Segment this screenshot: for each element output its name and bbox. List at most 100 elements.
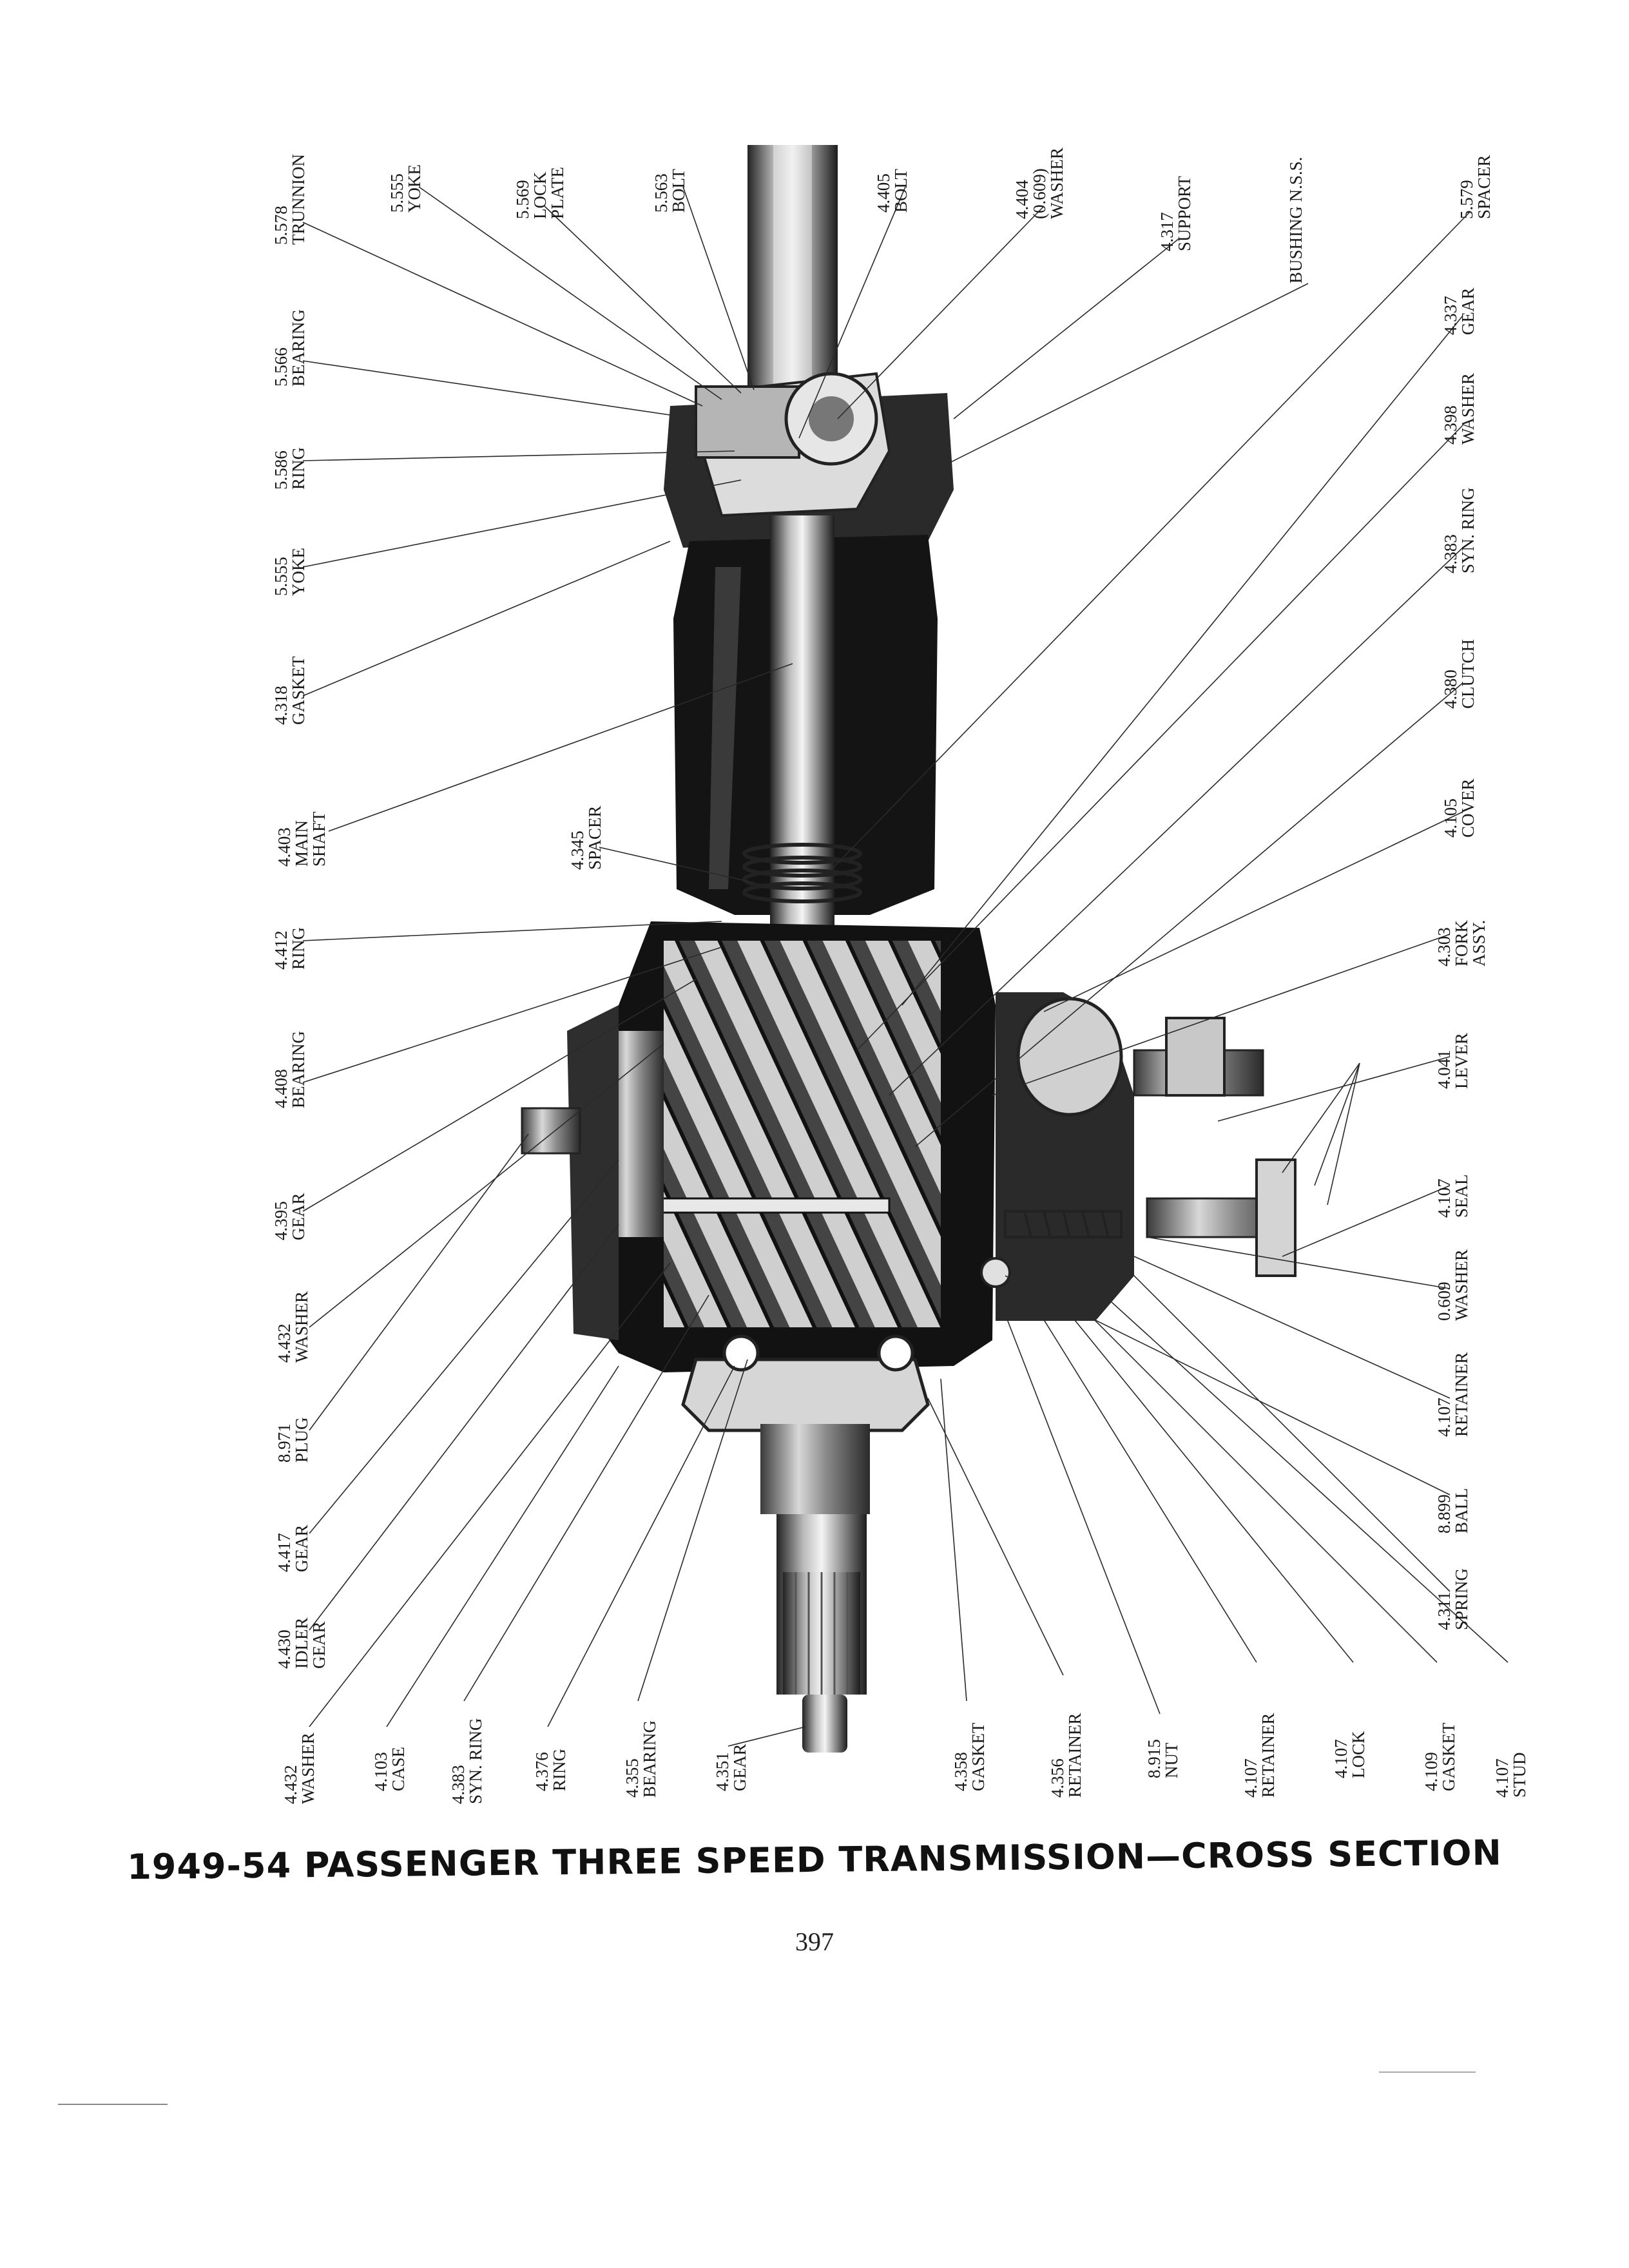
part-label-line: SUPPORT — [1175, 176, 1194, 251]
part-label-line: 4.432 — [281, 1765, 300, 1804]
part-label-retainer-4356: 4.356RETAINER — [1048, 1713, 1084, 1798]
part-label-main-shaft-4403: 4.403MAINSHAFT — [275, 811, 329, 867]
leader-spring — [1095, 1236, 1451, 1592]
leader-gasket-4358 — [940, 1378, 967, 1702]
part-label-line: 4.345 — [568, 831, 587, 870]
part-label-gasket-4109: 4.109GASKET — [1422, 1722, 1458, 1791]
part-label-ring-4376: 4.376RING — [532, 1749, 569, 1791]
part-label-line: 4.432 — [275, 1323, 294, 1363]
part-label-line: 5.579 — [1457, 180, 1476, 219]
leader-yoke-left — [302, 479, 742, 568]
part-label-washer-4432-upper: 4.432WASHER — [275, 1291, 311, 1363]
part-label-line: WASHER — [298, 1733, 318, 1804]
part-label-stud-4107: 4.107STUD — [1492, 1752, 1529, 1798]
leader-ring-5586 — [302, 450, 735, 461]
part-label-bolt-5563: 5.563BOLT — [651, 168, 688, 213]
part-label-line: 4.380 — [1441, 669, 1460, 709]
part-label-line: SPACER — [1474, 155, 1494, 219]
leader-bolt-4405 — [798, 186, 906, 439]
part-label-line: STUD — [1510, 1752, 1529, 1798]
leader-cover — [1043, 811, 1463, 1012]
part-label-line: 8.915 — [1144, 1739, 1164, 1778]
part-label-line: SPACER — [585, 805, 604, 870]
main-shaft-middle — [770, 515, 834, 928]
spacer-coil — [742, 843, 862, 903]
part-label-line: 4.107 — [1331, 1739, 1351, 1778]
scan-artifact-right — [1379, 2071, 1476, 2073]
part-label-gasket-4318: 4.318GASKET — [271, 656, 308, 725]
part-label-line: SHAFT — [309, 811, 329, 867]
leader-lock-plate — [544, 206, 742, 394]
part-label-line: WASHER — [1452, 1249, 1471, 1321]
leader-main-shaft — [328, 663, 793, 832]
part-label-line: 4.107 — [1434, 1178, 1454, 1218]
part-label-gear-4351: 4.351GEAR — [713, 1744, 749, 1792]
part-label-line: 4.404 — [1012, 180, 1032, 219]
part-label-line: RETAINER — [1452, 1352, 1471, 1437]
part-label-cover-4105: 4.105COVER — [1441, 778, 1478, 838]
leader-ring-4412 — [302, 921, 722, 941]
part-label-line: 4.417 — [275, 1533, 294, 1572]
leader-gear-4351 — [728, 1726, 806, 1747]
part-label-line: 5.586 — [271, 450, 291, 490]
leader-bolt-5563 — [682, 186, 755, 390]
leader-ring-4376 — [547, 1365, 735, 1727]
part-label-line: 4.355 — [622, 1758, 642, 1798]
leader-retainer-4356 — [927, 1398, 1064, 1676]
leader-washer-4432-upper — [309, 1043, 664, 1328]
part-label-spacer-5579: 5.579SPACER — [1457, 155, 1494, 219]
part-label-nut-8915: 8.915NUT — [1144, 1739, 1181, 1778]
leader-gear-4337 — [901, 315, 1463, 1006]
part-label-line: BUSHING N.S.S. — [1286, 157, 1306, 284]
lever-end — [1255, 1158, 1296, 1277]
part-label-line: 4.107 — [1492, 1758, 1512, 1798]
transmission-illustration — [521, 145, 1296, 1753]
part-label-washer-4404: 4.404(0.609)WASHER — [1012, 148, 1066, 219]
leader-trunnion — [302, 222, 703, 407]
leader-spacer-5579 — [831, 212, 1470, 870]
pilot-tip — [802, 1695, 847, 1753]
part-label-yoke-5555-top: 5.555YOKE — [387, 164, 424, 213]
part-label-line: WASHER — [1458, 373, 1478, 445]
part-label-line: BEARING — [289, 1031, 308, 1108]
part-label-line: 4.412 — [271, 930, 291, 970]
leader-washer-4398 — [856, 425, 1463, 1051]
part-label-line: 4.041 — [1434, 1050, 1454, 1089]
part-label-line: RETAINER — [1258, 1713, 1278, 1798]
leader-bearing-4355 — [637, 1359, 748, 1702]
part-label-retainer-4107-lower: 4.107RETAINER — [1241, 1713, 1278, 1798]
part-label-line: BOLT — [669, 168, 688, 213]
leader-syn-ring-bottom — [463, 1294, 709, 1702]
leader-gasket-4318 — [302, 541, 671, 697]
part-label-line: WASHER — [292, 1291, 311, 1363]
part-label-line: 4.311 — [1434, 1591, 1454, 1630]
part-label-ball-8899: 8.899BALL — [1434, 1488, 1471, 1534]
page-number: 397 — [795, 1927, 834, 1956]
part-label-line: CLUTCH — [1458, 639, 1478, 709]
part-label-washer-4398: 4.398WASHER — [1441, 373, 1478, 445]
leader-lever-b — [1314, 1062, 1360, 1186]
leader-support — [953, 238, 1180, 419]
part-label-line: 5.569 — [513, 180, 532, 219]
leader-plug — [309, 1133, 529, 1431]
part-label-ring-4412: 4.412RING — [271, 927, 308, 970]
leader-washer-4404 — [837, 206, 1045, 419]
part-label-washer-4432-lower: 4.432WASHER — [281, 1733, 318, 1804]
part-label-support-4317: 4.317SUPPORT — [1157, 176, 1194, 251]
part-label-washer-0609: 0.609WASHER — [1434, 1249, 1471, 1321]
part-label-line: GASKET — [969, 1722, 988, 1791]
part-label-line: RING — [550, 1749, 569, 1791]
part-label-line: RETAINER — [1065, 1713, 1084, 1798]
part-label-line: GEAR — [1458, 288, 1478, 336]
part-label-line: 5.555 — [387, 173, 407, 213]
case-left-lip — [567, 1005, 619, 1340]
part-label-line: 0.609 — [1434, 1282, 1454, 1321]
part-label-line: GEAR — [309, 1622, 329, 1669]
leader-lever-c — [1327, 1062, 1360, 1206]
part-label-line: WASHER — [1047, 148, 1066, 219]
leader-lines — [302, 186, 1509, 1747]
part-label-line: BEARING — [640, 1720, 659, 1798]
part-label-line: (0.609) — [1030, 168, 1049, 219]
leader-yoke-top — [418, 186, 722, 400]
